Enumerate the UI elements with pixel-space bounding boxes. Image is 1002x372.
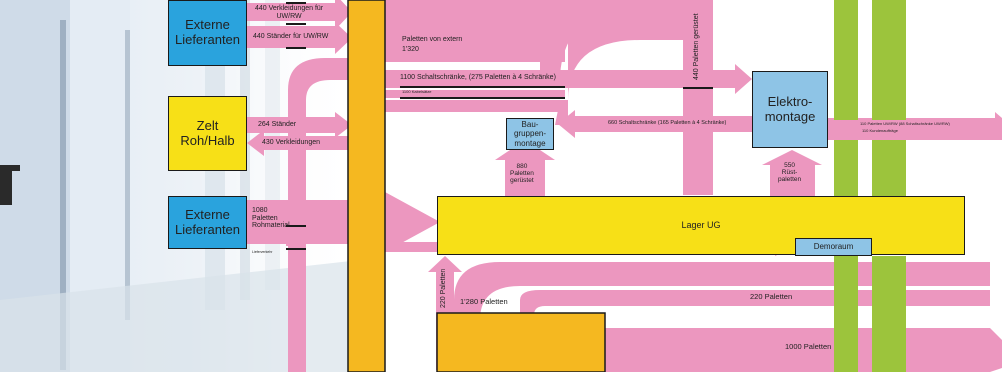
- label-220-pallets-vertical: 220 Paletten: [440, 268, 447, 308]
- separator-ticks: [286, 2, 713, 250]
- label-440-pallets-vertical: 440 Paletten gerüstet: [693, 13, 700, 80]
- label-pallets-external: Paletten von extern 1'320: [402, 36, 463, 53]
- label-220-pallets-right: 220 Paletten: [750, 292, 793, 301]
- storage-column: [347, 0, 386, 372]
- node-external-suppliers-top: Externe Lieferanten: [168, 0, 247, 66]
- node-electro-assembly: Elektro- montage: [752, 71, 828, 148]
- node-subassembly: Bau-gruppen- montage: [506, 118, 554, 150]
- door-handle-icon: [0, 165, 12, 205]
- label-1080-raw: 1080 Paletten Rohmaterial: [252, 207, 290, 230]
- node-demoraum: Demoraum: [795, 238, 872, 256]
- label-cable-sets: 1100 Kabelsätze: [402, 89, 432, 94]
- label-264-stands: 264 Ständer: [258, 121, 297, 128]
- label-440-stands: 440 Ständer für UW/RW: [253, 33, 329, 40]
- label-550-pallets: 550 Rüst- paletten: [778, 162, 802, 184]
- node-tent: Zelt Roh/Halb: [168, 96, 247, 171]
- label-1280-pallets: 1'280 Paletten: [460, 297, 508, 306]
- node-external-suppliers-mid: Externe Lieferanten: [168, 196, 247, 249]
- label-440-cladding: 440 Verkleidungen für UW/RW: [255, 5, 324, 20]
- label-430-cladding: 430 Verkleidungen: [262, 139, 320, 146]
- label-880-pallets: 880 Paletten gerüstet: [510, 163, 534, 185]
- lower-storage-area: [436, 312, 606, 372]
- label-small-note: Lieferverkehr: [252, 250, 273, 254]
- green-columns: [834, 0, 906, 372]
- label-1000-pallets: 1000 Paletten: [785, 342, 832, 351]
- label-right-top: 110 Paletten UW/RW (88 Schaltschränke UW…: [860, 121, 950, 126]
- label-660-cabinets: 660 Schaltschränke (165 Paletten à 4 Sch…: [608, 120, 727, 126]
- label-1100-cabinets: 1100 Schaltschränke, (275 Paletten à 4 S…: [400, 74, 556, 81]
- node-lager-ug: Lager UG: [437, 196, 965, 255]
- label-right-bottom: 110 Kundenaufträge: [862, 128, 898, 133]
